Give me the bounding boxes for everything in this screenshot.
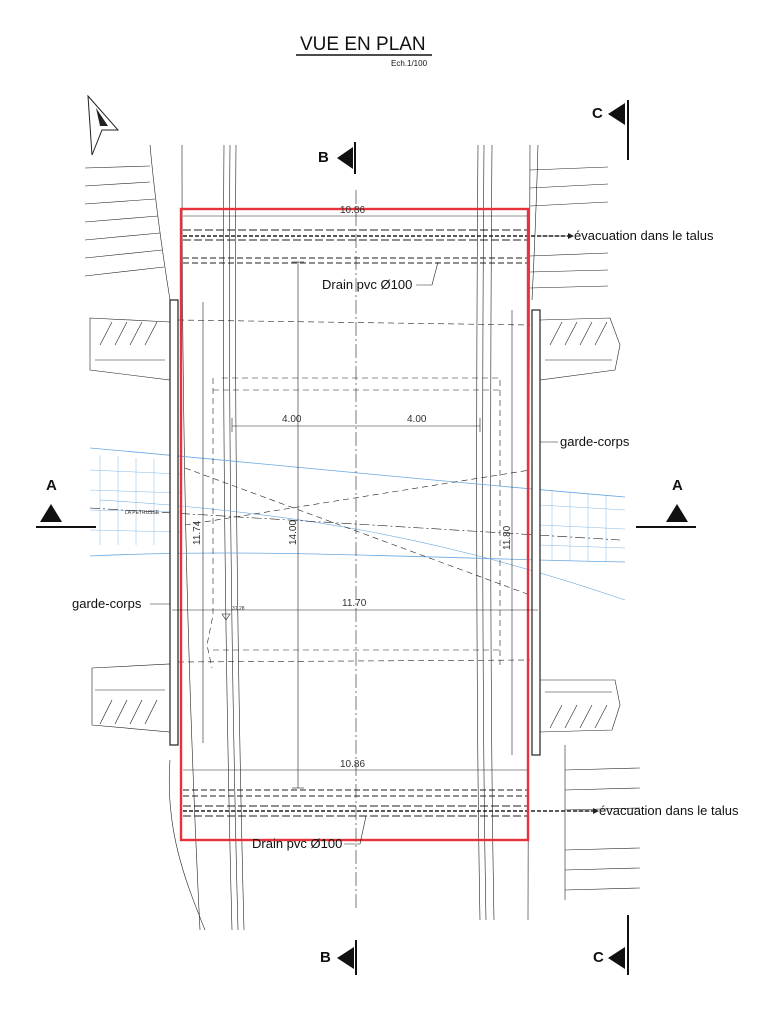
section-marker-c-top: C bbox=[592, 100, 629, 160]
drain-lines-top bbox=[183, 229, 570, 264]
structure-outline bbox=[179, 207, 530, 842]
svg-text:Drain pvc Ø100: Drain pvc Ø100 bbox=[322, 277, 412, 292]
wall-hatch-right-upper bbox=[539, 317, 621, 381]
svg-text:évacuation dans le talus: évacuation dans le talus bbox=[599, 803, 739, 818]
svg-text:10.86: 10.86 bbox=[340, 205, 365, 216]
dim-overall-width: 11.70 bbox=[172, 598, 538, 611]
drain-bottom-callout: Drain pvc Ø100 bbox=[252, 815, 367, 851]
svg-text:évacuation dans le talus: évacuation dans le talus bbox=[574, 228, 714, 243]
svg-text:B: B bbox=[320, 949, 331, 966]
wall-hatch-left-lower bbox=[91, 663, 171, 733]
drawing-title: VUE EN PLAN bbox=[300, 34, 426, 55]
svg-text:A: A bbox=[46, 477, 57, 494]
dim-half-widths: 4.00 4.00 bbox=[231, 414, 481, 432]
evacuation-bottom-callout: évacuation dans le talus bbox=[575, 803, 739, 818]
section-marker-c-bottom: C bbox=[593, 915, 629, 975]
dim-left-length: 11.74 bbox=[192, 302, 204, 743]
level-marker: 31.28 bbox=[221, 606, 245, 621]
section-marker-b-bottom: B bbox=[320, 940, 357, 975]
section-marker-b-top: B bbox=[318, 142, 356, 174]
garde-corps-left-callout: garde-corps bbox=[72, 596, 170, 611]
svg-text:garde-corps: garde-corps bbox=[560, 434, 630, 449]
svg-text:A: A bbox=[672, 477, 683, 494]
north-arrow-icon bbox=[87, 94, 120, 156]
svg-text:4.00: 4.00 bbox=[407, 414, 427, 425]
svg-text:14.00: 14.00 bbox=[288, 520, 299, 545]
svg-text:31.28: 31.28 bbox=[232, 606, 245, 612]
svg-text:C: C bbox=[592, 105, 603, 122]
embankment-top-right bbox=[529, 144, 609, 301]
dim-bottom-width: 10.86 bbox=[183, 759, 527, 771]
dim-overall-length: 14.00 bbox=[288, 261, 304, 789]
wall-hatch-right-lower bbox=[539, 679, 621, 733]
wall-hatch-left-upper bbox=[89, 317, 171, 381]
drain-lines-bottom bbox=[183, 789, 595, 817]
scale-note: Ech.1/100 bbox=[391, 59, 428, 68]
embankment-bottom-right bbox=[564, 745, 641, 900]
svg-text:B: B bbox=[318, 149, 329, 166]
stream-axis bbox=[89, 467, 621, 596]
svg-text:11.80: 11.80 bbox=[502, 525, 513, 550]
evacuation-top-callout: évacuation dans le talus bbox=[540, 228, 714, 243]
svg-text:4.00: 4.00 bbox=[282, 414, 302, 425]
parapet-right bbox=[531, 309, 541, 756]
svg-text:10.86: 10.86 bbox=[340, 759, 365, 770]
garde-corps-right-callout: garde-corps bbox=[540, 434, 630, 449]
svg-text:C: C bbox=[593, 949, 604, 966]
river-name: LA PETRUSSE bbox=[125, 510, 160, 516]
dim-top-width: 10.86 bbox=[183, 205, 527, 217]
dim-right-length: 11.80 bbox=[502, 310, 513, 755]
embankment-top-left bbox=[84, 144, 171, 301]
svg-text:11.70: 11.70 bbox=[342, 598, 367, 609]
section-marker-a-left: A bbox=[36, 477, 96, 528]
svg-text:Drain pvc Ø100: Drain pvc Ø100 bbox=[252, 836, 342, 851]
abutment-outline bbox=[177, 319, 531, 669]
section-marker-a-right: A bbox=[636, 477, 696, 528]
drain-top-callout: Drain pvc Ø100 bbox=[322, 261, 439, 292]
svg-text:11.74: 11.74 bbox=[192, 520, 203, 545]
parapet-left bbox=[169, 299, 179, 746]
svg-text:garde-corps: garde-corps bbox=[72, 596, 142, 611]
